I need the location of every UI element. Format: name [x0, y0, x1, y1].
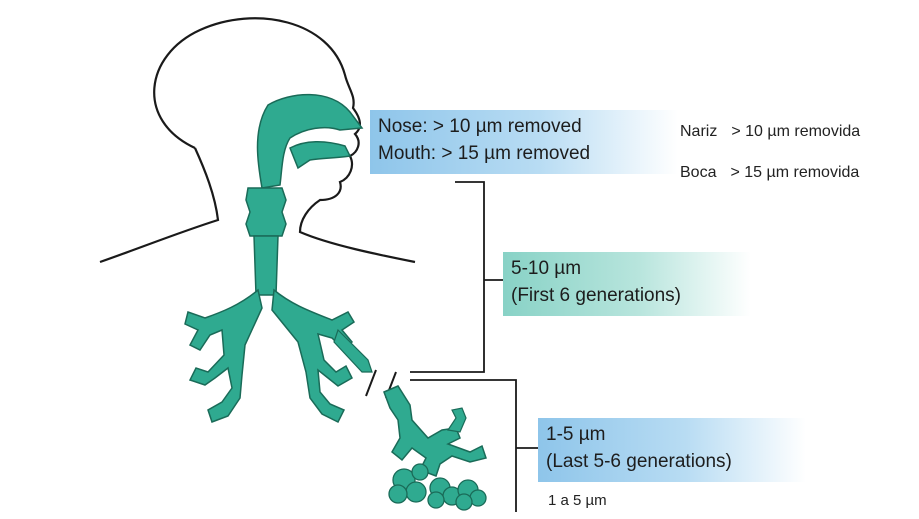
mid-note-text: (First 6 generations)	[511, 282, 741, 309]
right-bronchial-tree	[272, 290, 354, 422]
mouth-cavity	[290, 142, 350, 168]
boca-note: Boca > 15 µm removida	[680, 164, 859, 182]
left-bronchial-tree	[185, 290, 262, 422]
nariz-value: > 10 µm removida	[731, 123, 860, 140]
larynx	[246, 188, 286, 236]
boca-value: > 15 µm removida	[730, 164, 859, 181]
mid-airway-label: 5-10 µm (First 6 generations)	[503, 252, 751, 316]
back-of-neck-outline	[100, 148, 218, 262]
low-range-text: 1-5 µm	[546, 421, 796, 448]
break-mark-1	[366, 370, 376, 396]
nariz-word: Nariz	[680, 123, 717, 140]
nariz-note: Nariz > 10 µm removida	[680, 123, 860, 141]
boca-word: Boca	[680, 164, 716, 181]
mouth-removal-text: Mouth: > 15 µm removed	[378, 140, 668, 167]
mid-range-text: 5-10 µm	[511, 255, 741, 282]
bronchiole-segment	[334, 330, 372, 372]
low-note-text: (Last 5-6 generations)	[546, 448, 796, 475]
connector-upper	[410, 182, 484, 372]
lower-airway-label: 1-5 µm (Last 5-6 generations)	[538, 418, 806, 482]
upper-bronchiole-branch	[448, 408, 466, 432]
terminal-bronchioles	[384, 386, 486, 476]
nose-removal-text: Nose: > 10 µm removed	[378, 113, 668, 140]
trachea	[254, 236, 278, 295]
upper-airway-label: Nose: > 10 µm removed Mouth: > 15 µm rem…	[370, 110, 678, 174]
low-translation-note: 1 a 5 µm	[548, 492, 607, 509]
